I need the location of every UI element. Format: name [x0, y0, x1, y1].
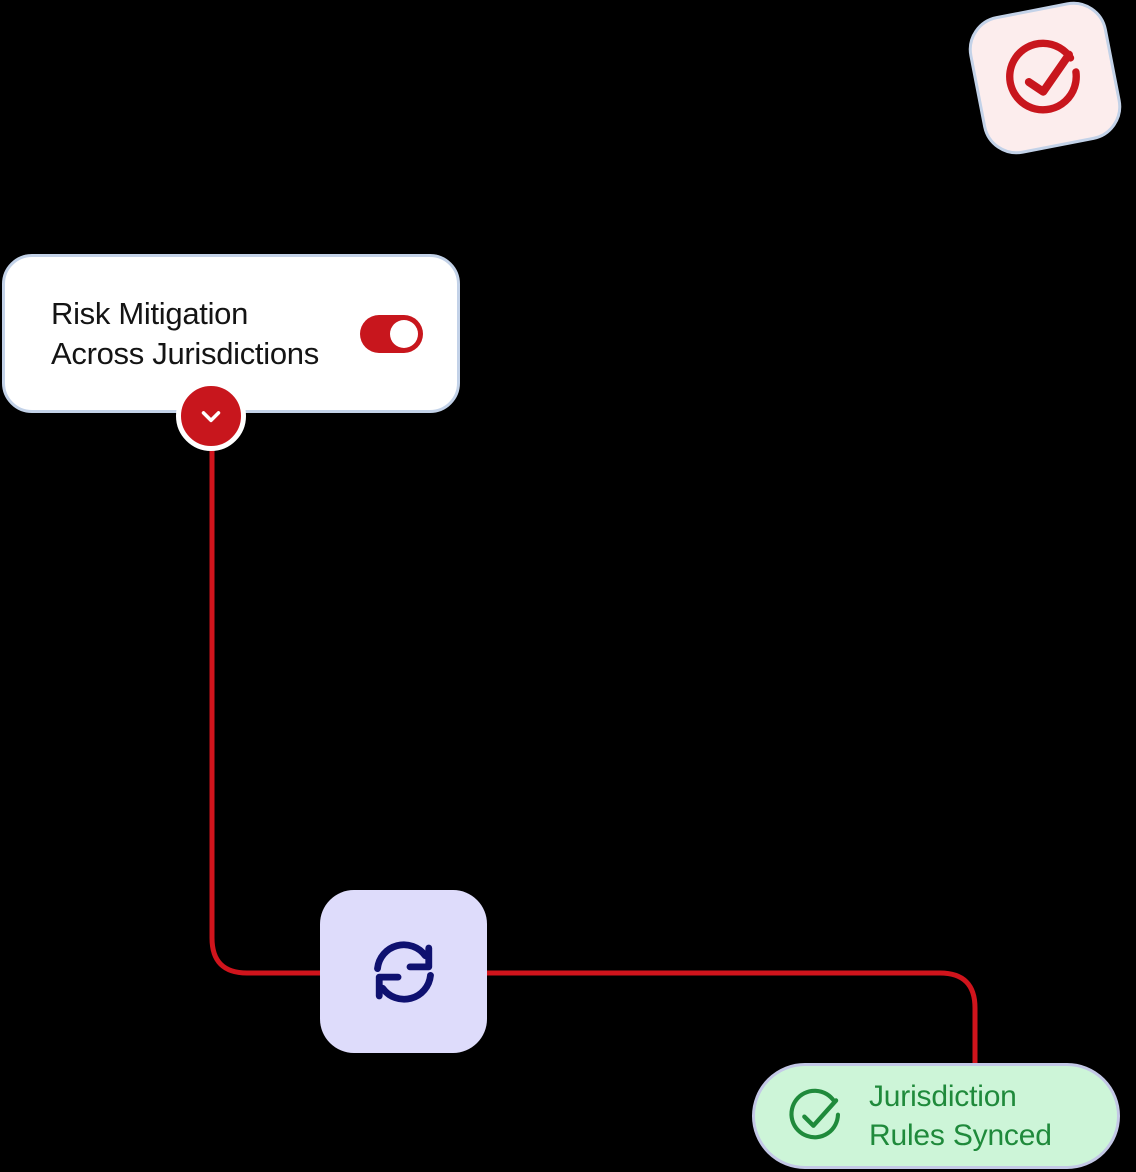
status-badge-jurisdiction-synced[interactable]: Jurisdiction Rules Synced — [752, 1063, 1120, 1169]
sync-node-card[interactable] — [320, 890, 487, 1053]
risk-mitigation-card[interactable]: Risk Mitigation Across Jurisdictions — [2, 254, 460, 413]
risk-mitigation-toggle[interactable] — [360, 314, 423, 353]
sync-refresh-icon — [373, 940, 434, 1003]
expand-card-button[interactable] — [176, 381, 246, 451]
chevron-down-icon — [201, 411, 221, 423]
status-badge-label: Jurisdiction Rules Synced — [869, 1080, 1052, 1152]
circle-check-icon — [789, 1088, 841, 1140]
card-title: Risk Mitigation Across Jurisdictions — [51, 295, 319, 371]
circle-check-icon — [1006, 39, 1080, 114]
toggle-knob — [390, 319, 418, 348]
verification-badge-card[interactable] — [962, 0, 1128, 161]
